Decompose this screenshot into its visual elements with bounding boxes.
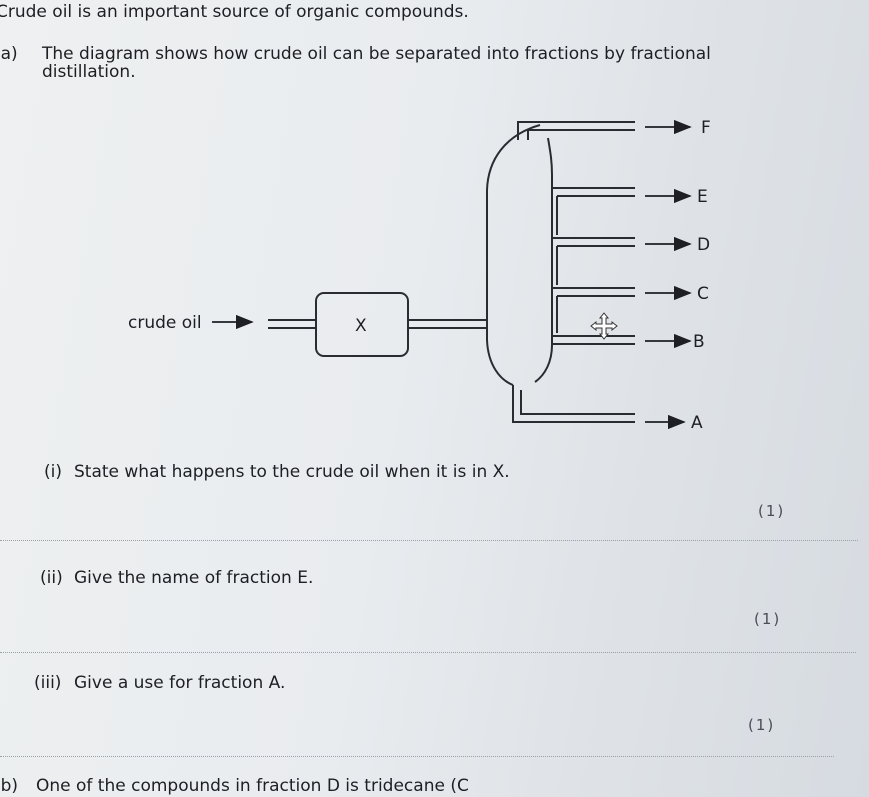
pipe-b <box>552 335 635 345</box>
fraction-e-label: E <box>697 187 708 207</box>
part-a-label: (a) <box>0 44 18 64</box>
question-ii-number: (ii) <box>40 568 63 588</box>
fraction-d-label: D <box>697 235 710 255</box>
question-ii-text: Give the name of fraction E. <box>74 568 314 588</box>
pipe-a <box>512 385 635 423</box>
question-i-text: State what happens to the crude oil when… <box>74 462 510 482</box>
intro-text: Crude oil is an important source of orga… <box>0 2 469 22</box>
answer-line-ii[interactable] <box>0 652 856 653</box>
question-iii-marks: (1) <box>748 716 776 734</box>
answer-line-iii[interactable] <box>0 756 834 757</box>
pipe-e <box>552 187 635 197</box>
column-outline-right <box>534 137 553 383</box>
fraction-a-label: A <box>691 413 703 433</box>
question-iii-text: Give a use for fraction A. <box>74 673 286 693</box>
move-cursor-icon <box>590 312 618 340</box>
pipe-d <box>552 237 635 247</box>
part-a-stem-line2: distillation. <box>42 62 136 82</box>
feed-pipe <box>408 319 487 329</box>
fraction-b-label: B <box>693 332 705 352</box>
pipe-f <box>517 121 635 140</box>
question-ii-marks: (1) <box>754 610 782 628</box>
fractionating-column-diagram: crude oil X F E D C B A <box>128 118 711 433</box>
heater-box-x <box>315 292 409 357</box>
part-b-label: (b) <box>0 776 19 796</box>
box-x-label: X <box>355 316 367 336</box>
crude-oil-label: crude oil <box>128 313 202 333</box>
part-a-stem-line1: The diagram shows how crude oil can be s… <box>42 44 711 64</box>
pipe-c <box>552 287 635 297</box>
part-b-text: One of the compounds in fraction D is tr… <box>36 776 469 796</box>
question-i-marks: (1) <box>758 502 786 520</box>
fraction-f-label: F <box>701 118 711 138</box>
fraction-c-label: C <box>697 284 709 304</box>
question-i-number: (i) <box>44 462 62 482</box>
answer-line-i[interactable] <box>0 540 858 541</box>
inlet-pipe <box>268 319 316 329</box>
column-outline-left <box>486 124 541 386</box>
question-iii-number: (iii) <box>34 673 62 693</box>
